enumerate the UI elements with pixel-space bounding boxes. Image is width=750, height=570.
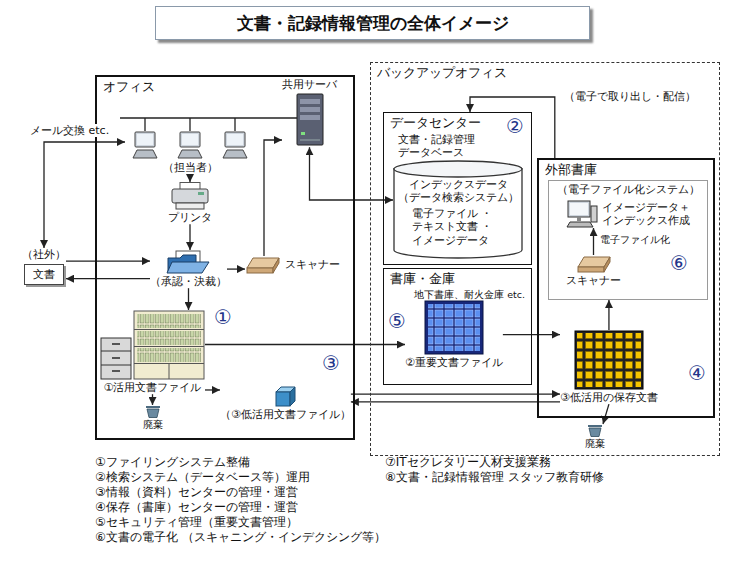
callout-number: ③ [322, 352, 340, 375]
node-label: ②重要文書ファイル [405, 356, 503, 369]
title-box: 文書・記録情報管理の全体イメージ [155, 6, 590, 40]
pcs-icon [125, 130, 255, 160]
archive-files: ③低活用の保存文書 [560, 330, 658, 404]
flow-arrow [310, 147, 394, 200]
service-item: ⑧文書・記録情報管理 スタッフ教育研修 [385, 471, 604, 485]
callout-number: ④ [688, 362, 706, 385]
data-center: データセンター文書・記録管理 データベースインデックスデータ （データ検索システ… [383, 112, 532, 265]
external-storage: 外部書庫（電子ファイル化システム） イメージデータ＋ インデックス作成スキャナー ③… [537, 158, 715, 418]
printer-node: プリンタ [168, 182, 212, 224]
callout-number: ① [214, 306, 232, 329]
node-label: スキャナー [566, 274, 621, 287]
service-item: ④保存（書庫）センターの管理・運営 [95, 501, 298, 515]
service-item: ①ファイリングシステム整備 [95, 456, 250, 470]
flow-arrow [205, 344, 405, 345]
printer-icon [170, 182, 210, 210]
node-label: ③低活用の保存文書 [560, 391, 658, 404]
node-label: （③低活用文書ファイル） [220, 408, 351, 421]
lan-drops [145, 118, 235, 131]
external-document: （社外） 文書 [22, 248, 66, 285]
edge-label: 電子ファイル化 [598, 234, 672, 246]
service-item: ⑤セキュリティ管理（重要文書管理） [95, 516, 298, 530]
scanner-icon [576, 255, 612, 273]
service-item: ③情報（資料）センターの管理・運営 [95, 486, 298, 500]
flow-arrow [264, 140, 282, 256]
node-label: バックアップオフィス [371, 63, 719, 83]
node-label: イメージデータ＋ インデックス作成 [602, 201, 690, 226]
cabinet-icon [100, 310, 205, 380]
node-label: プリンタ [168, 211, 212, 224]
edge-label: （電子で取り出し・配信） [562, 90, 698, 103]
server-icon [295, 92, 325, 147]
lowbox-icon [273, 385, 297, 407]
vault: 書庫・金庫地下書庫、耐火金庫 etc. ②重要文書ファイル [383, 268, 532, 385]
flow-arrow [205, 389, 220, 390]
office-region: オフィス共用サーバ（担当者）プリンタ（承認・決裁）スキャナー①活用文書ファイル廃… [95, 75, 355, 440]
flow-arrow [603, 404, 609, 424]
flow-arrow [227, 268, 245, 269]
scanner-node: スキャナー [566, 255, 621, 287]
node-label: 書庫・金庫 [384, 269, 531, 289]
node-note: 電子ファイル ・テキスト文書 ・イメージデータ [412, 207, 504, 247]
callout-number: ⑤ [388, 310, 406, 333]
diagram-title: 文書・記録情報管理の全体イメージ [237, 12, 509, 35]
disposal-node: 廃棄 [143, 405, 163, 431]
flow-arrow [66, 278, 150, 279]
node-label: （担当者） [163, 161, 218, 174]
flow-arrow [188, 288, 189, 310]
service-item: ②検索システム（データベース等）運用 [95, 471, 310, 485]
approval-node: （承認・決裁） [150, 250, 227, 288]
node-label: スキャナー [285, 258, 340, 271]
lan-bus [120, 117, 300, 118]
flow-arrow [189, 224, 190, 250]
flow-arrow [66, 260, 150, 261]
backup-office: バックアップオフィスデータセンター文書・記録管理 データベースインデックスデータ… [370, 62, 720, 456]
node-label: （社外） [22, 248, 66, 261]
shelf-icon [424, 300, 484, 355]
node-label: （電子ファイル化システム） [549, 181, 707, 196]
node-label: 共用サーバ [282, 78, 337, 91]
service-item: ⑦ITセクレタリー人材支援業務 [385, 456, 551, 470]
pcmon-icon [566, 200, 598, 228]
flow-arrow [470, 97, 555, 158]
node-label: 外部書庫 [539, 160, 713, 180]
node-note: 地下書庫、耐火金庫 etc. [384, 289, 531, 300]
flow-arrow [152, 394, 153, 405]
digitization-system: （電子ファイル化システム） イメージデータ＋ インデックス作成スキャナー [548, 180, 708, 300]
service-item: ⑥文書の電子化 （スキャニング・インデクシング等） [95, 531, 386, 545]
node-label: 廃棄 [585, 438, 605, 450]
flow-arrow [189, 174, 190, 182]
scanner-icon [245, 256, 281, 274]
database-cylinder: インデックスデータ （データ検索システム） 電子ファイル ・テキスト文書 ・イメー… [393, 160, 523, 259]
trash-icon [144, 405, 162, 418]
low-use-files: （③低活用文書ファイル） [220, 385, 351, 421]
scanner-node: スキャナー [245, 256, 340, 274]
important-files: ②重要文書ファイル [405, 300, 503, 369]
folder-icon [166, 250, 211, 274]
server-node: 共用サーバ [282, 78, 337, 147]
node-note: 文書・記録管理 データベース [398, 133, 488, 159]
archive-icon [574, 330, 644, 390]
flow-arrow [351, 401, 560, 402]
flow-arrow [44, 142, 125, 248]
active-files: ①活用文書ファイル [100, 310, 205, 394]
node-label: 廃棄 [143, 419, 163, 431]
callout-number: ⑥ [670, 252, 688, 275]
flow-arrow [593, 228, 594, 255]
node-note: 文書 [24, 264, 64, 285]
indexing-pc: イメージデータ＋ インデックス作成 [566, 200, 690, 228]
flow-arrow [351, 393, 560, 394]
edge-label: メール交換 etc. [28, 124, 111, 137]
node-label: データセンター [384, 113, 531, 133]
callout-number: ② [506, 115, 524, 138]
node-label: （承認・決裁） [150, 275, 227, 288]
node-label: ①活用文書ファイル [104, 381, 202, 394]
trash-icon [586, 424, 604, 437]
flow-arrow [608, 300, 609, 330]
node-label: インデックスデータ （データ検索システム） [398, 178, 518, 203]
disposal-node: 廃棄 [585, 424, 605, 450]
staff-pcs: （担当者） [125, 130, 255, 174]
